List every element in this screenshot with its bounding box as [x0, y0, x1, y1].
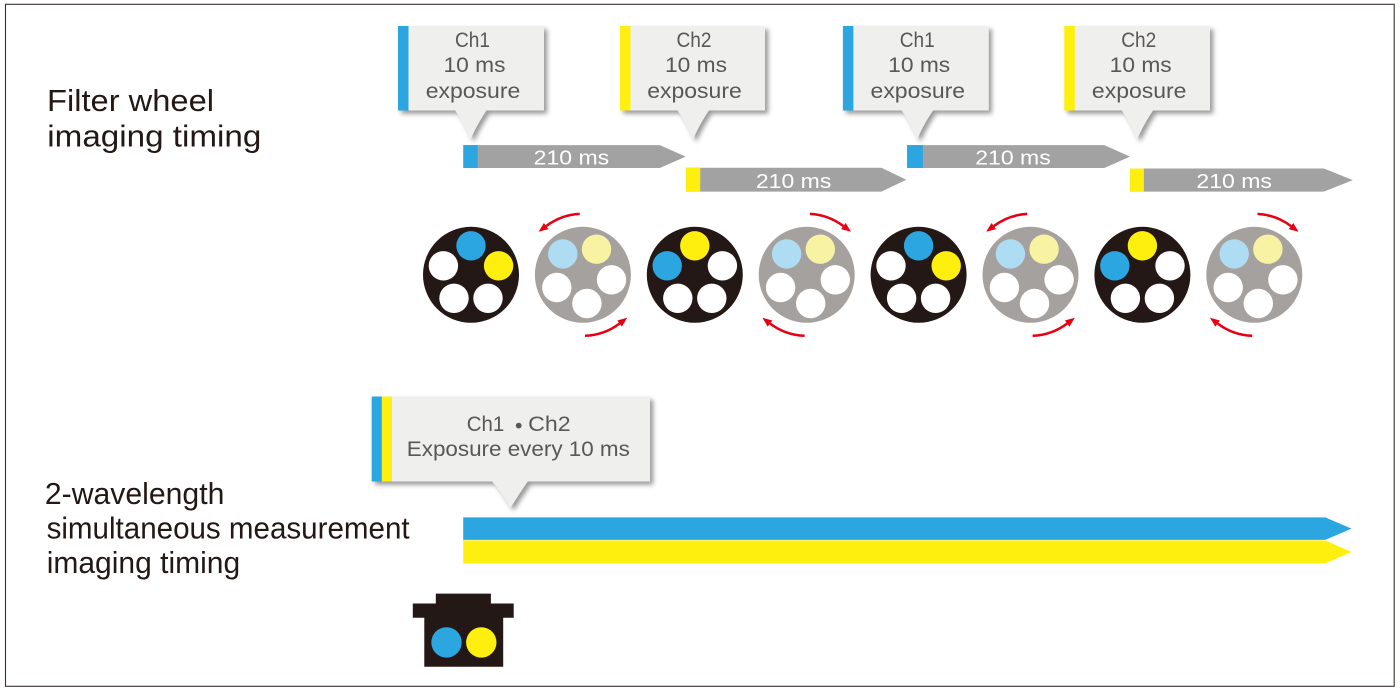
svg-text:Ch2: Ch2	[677, 29, 712, 52]
svg-text:Ch1: Ch1	[467, 413, 505, 436]
svg-text:Ch1: Ch1	[900, 29, 935, 52]
svg-text:exposure: exposure	[871, 80, 966, 103]
svg-text:210 ms: 210 ms	[975, 147, 1051, 170]
svg-text:10 ms: 10 ms	[444, 54, 506, 77]
svg-text:210 ms: 210 ms	[534, 147, 610, 170]
svg-text:exposure: exposure	[1092, 80, 1187, 103]
svg-text:Ch1: Ch1	[455, 29, 490, 52]
svg-text:Filter wheel: Filter wheel	[47, 83, 214, 118]
svg-text:Exposure every 10 ms: Exposure every 10 ms	[407, 438, 630, 461]
svg-text:210 ms: 210 ms	[756, 170, 832, 193]
svg-text:10 ms: 10 ms	[888, 54, 950, 77]
svg-text:imaging timing: imaging timing	[47, 119, 261, 154]
svg-text:imaging timing: imaging timing	[47, 545, 241, 580]
svg-text:10 ms: 10 ms	[1110, 54, 1172, 77]
svg-text:10 ms: 10 ms	[665, 54, 727, 77]
svg-text:exposure: exposure	[426, 80, 521, 103]
svg-text:210 ms: 210 ms	[1196, 170, 1272, 193]
svg-text:exposure: exposure	[647, 80, 742, 103]
svg-text:Ch2: Ch2	[1121, 29, 1156, 52]
svg-text:Ch2: Ch2	[528, 413, 571, 436]
svg-text:2-wavelength: 2-wavelength	[45, 476, 225, 511]
svg-text:simultaneous measurement: simultaneous measurement	[47, 510, 410, 545]
